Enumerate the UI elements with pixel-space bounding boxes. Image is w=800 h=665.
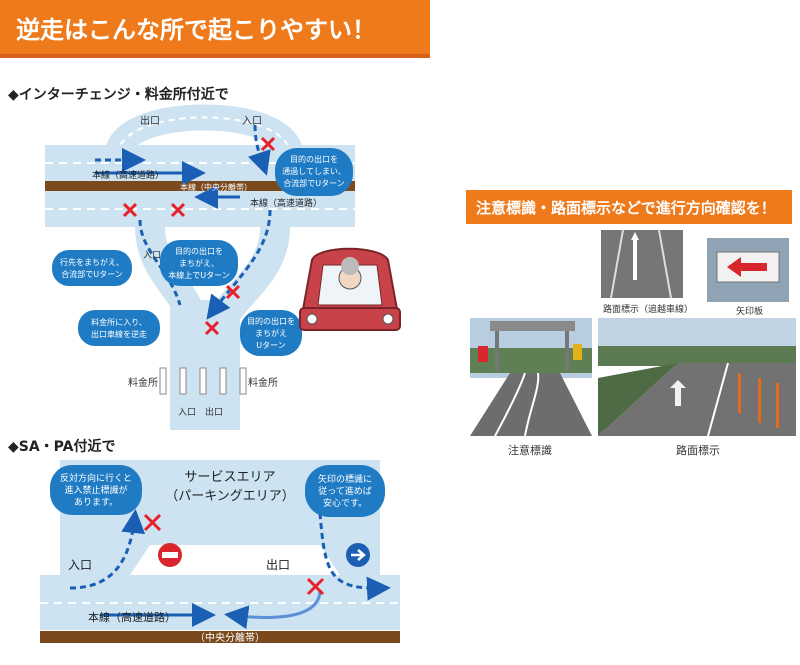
bubble-left-line-1: 反対方向に行くと	[60, 472, 132, 484]
no-entry-sign-icon	[158, 543, 182, 567]
bubble-right-line-2: 従って進めば	[318, 485, 372, 497]
bubble-right-line-1: 矢印の標識に	[318, 473, 372, 485]
caution-sign-road-photo	[470, 318, 592, 436]
label-median: 本線（中央分離帯）	[180, 182, 252, 192]
bubble-5-line-1: 料金所に入り、	[91, 317, 147, 327]
bubble-right-line-3: 安心です。	[323, 497, 367, 509]
bubble-1-line-1: 目的の出口を	[290, 154, 338, 164]
section-sa-heading: ◆SA・PA付近で	[8, 439, 116, 455]
median-strip-sa	[40, 631, 400, 643]
label-tollgate-left: 料金所	[128, 376, 158, 389]
sa-main-line: 本線（高速道路）	[88, 610, 176, 624]
right-panel-title: 注意標識・路面標示などで進行方向確認を！	[466, 190, 792, 224]
bubble-3-line-1: 目的の出口を	[175, 246, 223, 256]
inset-arrow-board-photo	[707, 238, 789, 302]
bubble-1: 目的の出口を 通過してしまい、 合流部でUターン	[275, 148, 353, 196]
bubble-left-line-2: 進入禁止標識が	[64, 484, 127, 496]
label-main-line: 本線（高速道路）	[92, 169, 164, 181]
label-entrance-bottom: 入口	[178, 407, 196, 418]
bubble-2: 行先をまちがえ、 合流部でUターン	[52, 250, 132, 286]
bubble-3-line-2: まちがえ、	[179, 258, 219, 268]
bubble-left-line-3: あります。	[74, 497, 118, 508]
inset-road-marking-photo	[601, 230, 683, 298]
label-tollgate-right: 料金所	[248, 376, 278, 389]
sa-name-1: サービスエリア	[184, 470, 275, 485]
caption-caution-sign: 注意標識	[508, 444, 552, 457]
sa-exit: 出口	[266, 558, 290, 572]
label-entrance-mid: 入口	[143, 250, 161, 261]
inset-arrow-board-label: 矢印板	[736, 307, 764, 317]
sa-name-2: （パーキングエリア）	[165, 489, 295, 504]
section-ic-heading: ◆インターチェンジ・料金所付近で	[8, 87, 229, 103]
caption-road-marking: 路面標示	[676, 444, 720, 457]
bubble-left: 反対方向に行くと 進入禁止標識が あります。	[50, 465, 142, 515]
bubble-1-line-3: 合流部でUターン	[283, 178, 344, 188]
sa-entrance: 入口	[68, 558, 92, 572]
inset-road-marking-label: 路面標示（追越車線）	[603, 305, 694, 315]
label-exit-top: 出口	[140, 114, 160, 127]
bubble-3-line-3: 本線上でUターン	[168, 270, 229, 280]
interchange-diagram: 出口 入口 本線（高速道路） 本線（中央分離帯） 本線（高速道路） 入口 料金所…	[45, 104, 401, 430]
bubble-4: 目的の出口を まちがえ Uターン	[240, 310, 302, 356]
main-title-banner: 逆走はこんな所で起こりやすい！	[0, 0, 430, 58]
bubble-5-line-2: 出口車線を逆走	[91, 329, 147, 339]
toll-road	[170, 300, 240, 430]
cross-marks-sa	[143, 513, 325, 596]
bubble-2-line-2: 合流部でUターン	[61, 269, 122, 279]
sa-median: （中央分離帯）	[195, 631, 265, 644]
cross-marks	[122, 136, 276, 336]
car-illustration	[299, 247, 401, 331]
label-main-line-2: 本線（高速道路）	[250, 197, 322, 209]
arrow-sign-icon	[346, 543, 370, 567]
road-marking-photo	[598, 318, 796, 436]
tollgate-booths	[159, 367, 247, 395]
main-title: 逆走はこんな所で起こりやすい！	[16, 15, 376, 44]
bubble-2-line-1: 行先をまちがえ、	[60, 257, 124, 267]
sa-pa-diagram: サービスエリア （パーキングエリア） 入口 出口 本線（高速道路） （中央分離帯…	[40, 460, 400, 644]
label-entrance-top: 入口	[242, 116, 262, 127]
label-exit-bottom: 出口	[205, 406, 223, 418]
bubble-5: 料金所に入り、 出口車線を逆走	[78, 310, 160, 346]
bubble-4-line-1: 目的の出口を	[247, 316, 295, 326]
bubble-right: 矢印の標識に 従って進めば 安心です。	[305, 465, 385, 517]
right-panel-title-text: 注意標識・路面標示などで進行方向確認を！	[476, 198, 776, 217]
bubble-4-line-3: Uターン	[256, 341, 285, 350]
bubble-3: 目的の出口を まちがえ、 本線上でUターン	[160, 240, 238, 286]
bubble-1-line-2: 通過してしまい、	[282, 166, 346, 176]
bubble-4-line-2: まちがえ	[255, 328, 287, 338]
